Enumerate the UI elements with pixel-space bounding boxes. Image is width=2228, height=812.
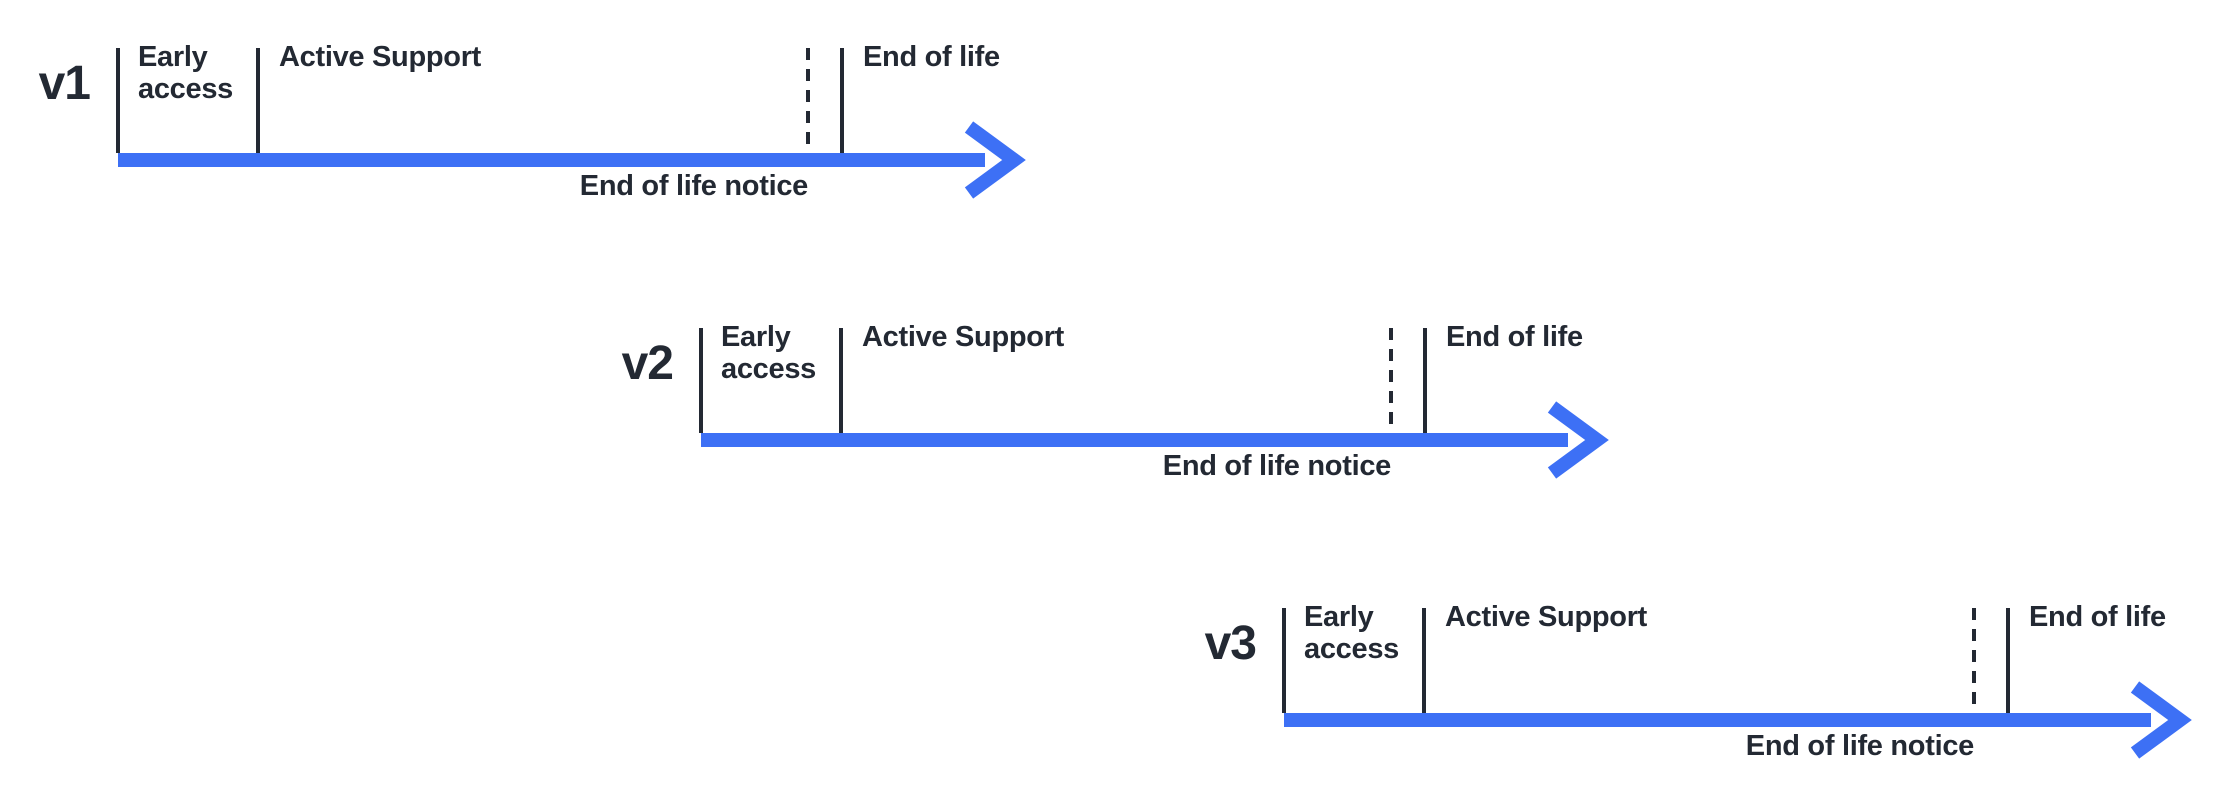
early-access-label: Early access <box>1304 601 1399 665</box>
early-access-label: Early access <box>138 41 233 105</box>
active-support-start-tick <box>256 48 260 153</box>
timeline-arrow <box>701 401 1609 479</box>
early-access-label: Early access <box>721 321 816 385</box>
timeline-row-v3: v3 Early access Active Support End of li… <box>1205 601 2228 812</box>
early-access-start-tick <box>699 328 703 433</box>
version-label-v1: v1 <box>38 57 91 110</box>
timeline-arrow <box>118 121 1026 199</box>
active-support-start-tick <box>1422 608 1426 713</box>
active-support-label: Active Support <box>862 321 1065 353</box>
early-access-start-tick <box>1282 608 1286 713</box>
active-support-label: Active Support <box>279 41 482 73</box>
active-support-label: Active Support <box>1445 601 1648 633</box>
end-of-life-tick <box>840 48 844 153</box>
end-of-life-label: End of life <box>2029 601 2166 633</box>
timeline-row-v1: v1 Early access Active Support End of li… <box>39 41 1068 268</box>
end-of-life-tick <box>1423 328 1427 433</box>
end-of-life-notice-label: End of life notice <box>1162 450 1392 482</box>
end-of-life-notice-label: End of life notice <box>579 170 809 202</box>
active-support-start-tick <box>839 328 843 433</box>
end-of-life-label: End of life <box>863 41 1000 73</box>
end-of-life-label: End of life <box>1446 321 1583 353</box>
timeline-row-v2: v2 Early access Active Support End of li… <box>622 321 1651 548</box>
end-of-life-notice-label: End of life notice <box>1745 730 1975 762</box>
version-label-v2: v2 <box>621 337 674 390</box>
end-of-life-notice-dashed-line <box>1389 328 1393 433</box>
end-of-life-notice-dashed-line <box>806 48 810 153</box>
timeline-arrow <box>1284 681 2192 759</box>
version-label-v3: v3 <box>1204 617 1257 670</box>
early-access-start-tick <box>116 48 120 153</box>
end-of-life-tick <box>2006 608 2010 713</box>
end-of-life-notice-dashed-line <box>1972 608 1976 713</box>
